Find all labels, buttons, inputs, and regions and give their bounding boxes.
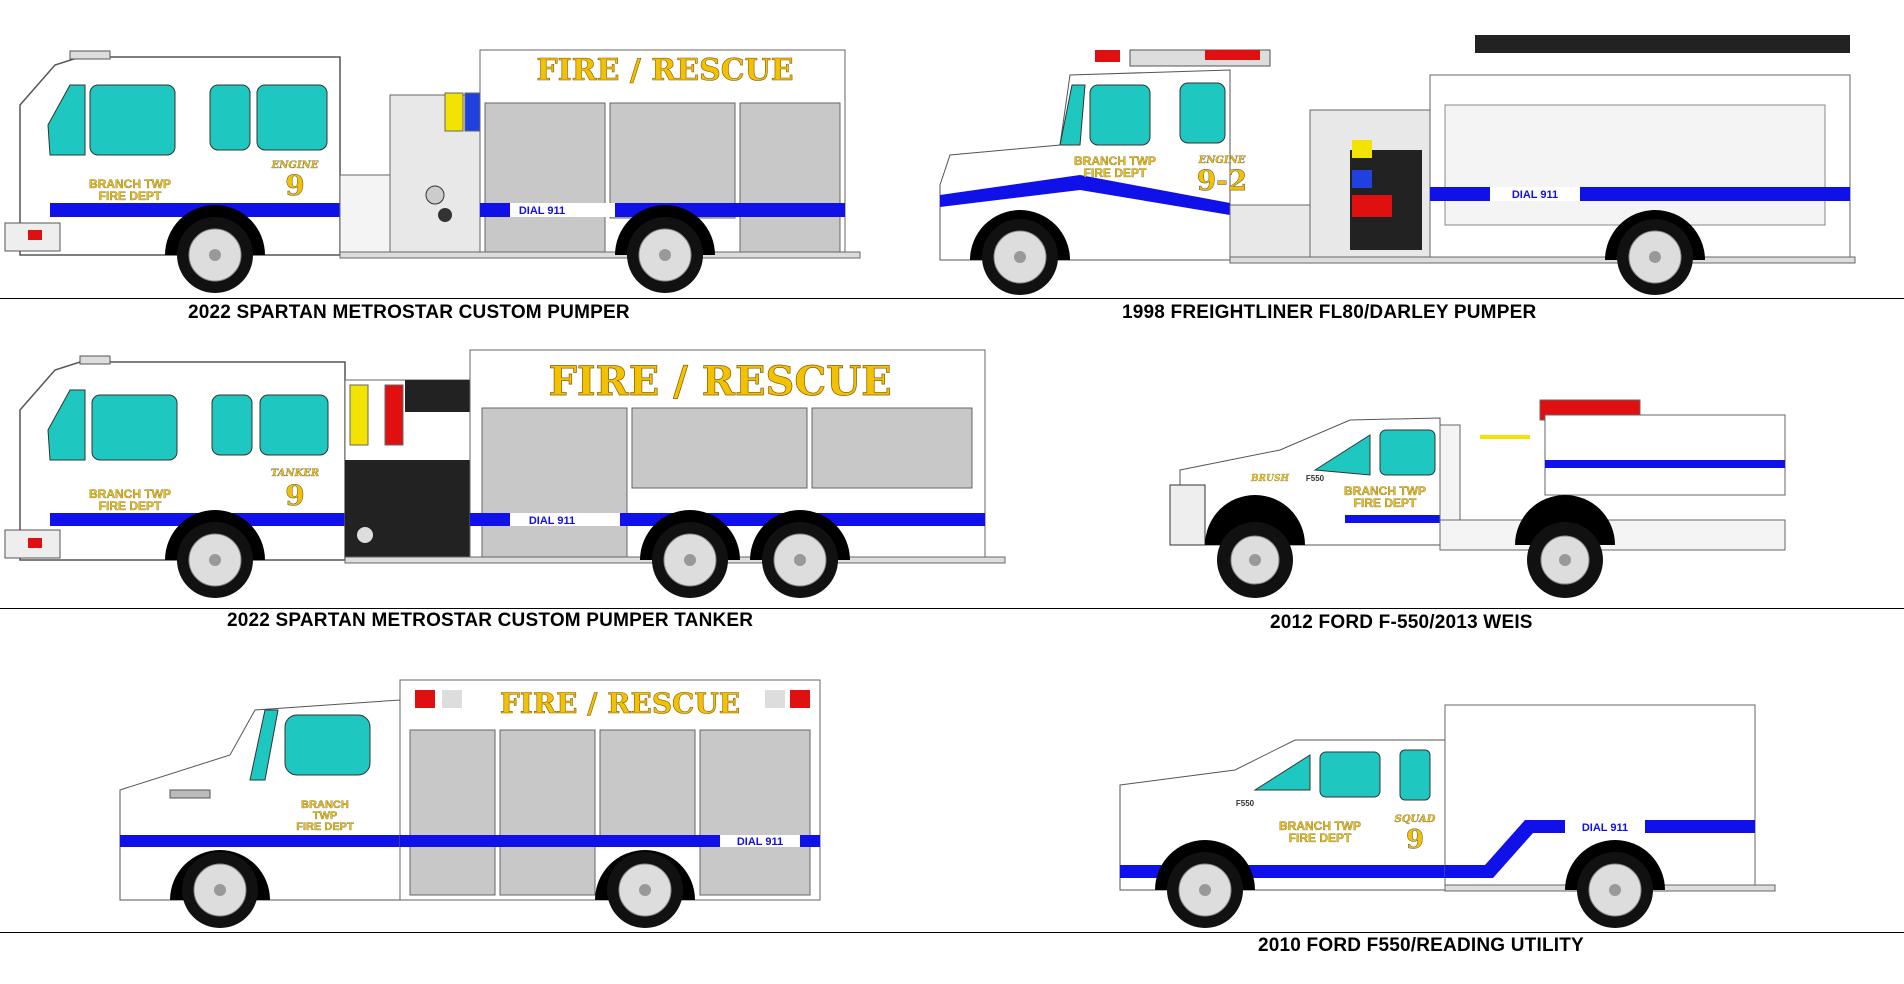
dept-line-2: FIRE DEPT	[1354, 496, 1417, 510]
freightliner-drawing: BRANCH TWP FIRE DEPT ENGINE 9-2 DIAL 911	[939, 35, 1856, 295]
front-wheel	[165, 510, 265, 598]
body-banner: FIRE / RESCUE	[500, 687, 740, 720]
rear-wheel	[1515, 495, 1615, 598]
unit-label: ENGINE	[271, 160, 319, 171]
model-badge: F550	[1306, 474, 1325, 483]
dial-label: DIAL 911	[519, 205, 565, 217]
unit-number: 9	[285, 479, 304, 512]
body-banner: FIRE / RESCUE	[548, 358, 891, 405]
ground-line	[0, 608, 1904, 609]
rear-wheel	[595, 850, 695, 928]
front-wheel	[170, 850, 270, 928]
rear-wheel-2	[750, 510, 850, 598]
front-wheel	[1205, 495, 1305, 598]
unit-label: TANKER	[271, 468, 319, 479]
dept-line-2: FIRE DEPT	[99, 499, 162, 513]
dept-line-1: BRANCH TWP	[89, 177, 171, 191]
unit-label: SQUAD	[1395, 814, 1436, 825]
rear-wheel	[1565, 840, 1665, 928]
ground-line	[0, 298, 1904, 299]
vehicle-ford-utility: F550 BRANCH TWP FIRE DEPT SQUAD 9 DIAL 9…	[1115, 700, 1795, 945]
dial-label: DIAL 911	[737, 836, 783, 848]
dept-line-2: TWP	[313, 810, 337, 822]
spartan-tanker-drawing: BRANCH TWP FIRE DEPT TANKER 9 FIRE / RES…	[4, 349, 1006, 598]
unit-label: ENGINE	[1198, 155, 1246, 166]
dept-line-1: BRANCH	[301, 799, 349, 811]
dial-label: DIAL 911	[1512, 189, 1558, 201]
rear-wheel	[1605, 210, 1705, 295]
vehicle-ford-brush: BRUSH F550 BRANCH TWP FIRE DEPT	[1140, 380, 1790, 615]
ford-utility-drawing: F550 BRANCH TWP FIRE DEPT SQUAD 9 DIAL 9…	[1119, 704, 1776, 928]
dept-line-1: BRANCH TWP	[1344, 484, 1426, 498]
dept-line-1: BRANCH TWP	[1279, 819, 1361, 833]
caption-ford-utility: 2010 FORD F550/READING UTILITY	[1258, 935, 1584, 956]
unit-label: BRUSH	[1250, 474, 1289, 484]
dial-label: DIAL 911	[1582, 822, 1628, 834]
unit-number: 9	[285, 169, 304, 202]
rear-wheel	[615, 205, 715, 293]
vehicle-freightliner-pumper: BRANCH TWP FIRE DEPT ENGINE 9-2 DIAL 911	[900, 25, 1860, 310]
front-wheel	[1155, 840, 1255, 928]
vehicle-spartan-pumper: BRANCH TWP FIRE DEPT ENGINE 9 FIRE / RES…	[0, 45, 870, 310]
vehicle-spartan-tanker: BRANCH TWP FIRE DEPT TANKER 9 FIRE / RES…	[0, 349, 1020, 615]
dept-line-2: FIRE DEPT	[1084, 166, 1147, 180]
dept-line-2: FIRE DEPT	[99, 189, 162, 203]
spartan-pumper-drawing: BRANCH TWP FIRE DEPT ENGINE 9 FIRE / RES…	[4, 49, 861, 293]
caption-spartan-tanker: 2022 SPARTAN METROSTAR CUSTOM PUMPER TAN…	[227, 610, 754, 631]
caption-ford-brush: 2012 FORD F-550/2013 WEIS	[1270, 612, 1533, 633]
rescue-drawing: BRANCH TWP FIRE DEPT FIRE / RESCUE DIAL …	[119, 679, 821, 928]
ford-brush-drawing: BRUSH F550 BRANCH TWP FIRE DEPT	[1169, 399, 1786, 598]
dial-label: DIAL 911	[529, 515, 575, 527]
dept-line-1: BRANCH TWP	[89, 487, 171, 501]
caption-spartan-pumper: 2022 SPARTAN METROSTAR CUSTOM PUMPER	[188, 302, 630, 323]
caption-freightliner-pumper: 1998 FREIGHTLINER FL80/DARLEY PUMPER	[1122, 302, 1537, 323]
unit-number: 9-2	[1197, 164, 1248, 197]
front-wheel	[970, 210, 1070, 295]
rear-wheel-1	[640, 510, 740, 598]
front-wheel	[165, 205, 265, 293]
dept-line-3: FIRE DEPT	[296, 821, 354, 833]
dept-line-2: FIRE DEPT	[1289, 831, 1352, 845]
ground-line	[0, 932, 1904, 933]
model-badge: F550	[1236, 799, 1255, 808]
unit-number: 9	[1406, 825, 1424, 855]
dept-line-1: BRANCH TWP	[1074, 154, 1156, 168]
vehicle-rescue: BRANCH TWP FIRE DEPT FIRE / RESCUE DIAL …	[100, 679, 880, 945]
body-banner: FIRE / RESCUE	[536, 53, 793, 88]
